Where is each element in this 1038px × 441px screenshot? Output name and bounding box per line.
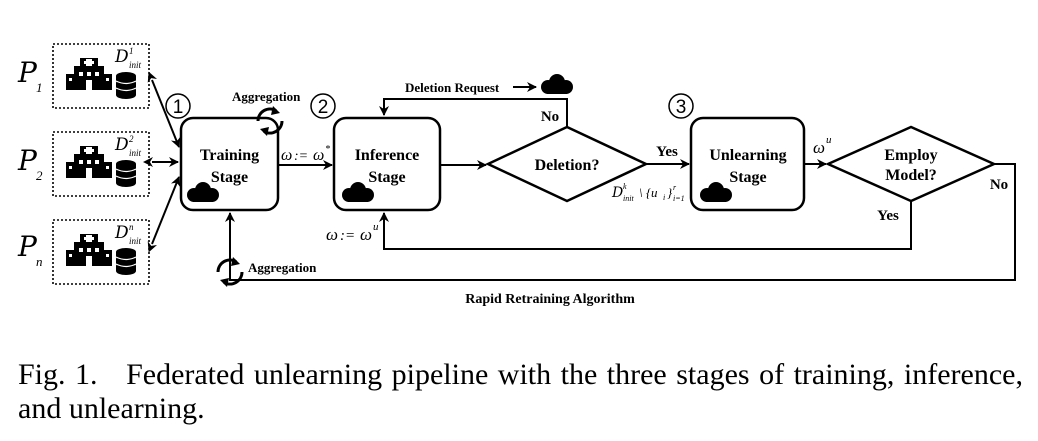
- participant-1-data-sub: init: [129, 60, 142, 70]
- cloud-icon: [541, 74, 573, 94]
- deleted-set-sup: k: [623, 182, 627, 191]
- deletion-decision: Deletion?: [485, 125, 649, 203]
- database-icon: [115, 247, 137, 276]
- participant-n-data-sub: init: [129, 236, 142, 246]
- eq2-rhs: ω: [360, 225, 372, 244]
- stage-number-2-circle: [310, 93, 336, 119]
- deleted-set-rest: \ {u: [639, 185, 658, 200]
- participant-2-data: D: [114, 135, 129, 155]
- eq2-sup: u: [373, 221, 379, 233]
- no-right-label: No: [990, 177, 1008, 193]
- yes-deletion-label: Yes: [656, 144, 678, 160]
- employ-diamond: [824, 125, 998, 203]
- deleted-set-close: }: [667, 185, 673, 200]
- participant-1-data: D: [114, 47, 129, 67]
- aggregation-bottom-label: Aggregation: [248, 260, 317, 275]
- eq1-rhs: ω: [313, 147, 324, 164]
- stage-number-2: 2: [318, 97, 329, 118]
- caption-prefix: Fig. 1.: [18, 358, 98, 391]
- deletion-request-label: Deletion Request: [405, 80, 500, 95]
- equation-train-to-inference: ω := ω *: [281, 144, 330, 164]
- deleted-set-set-sup: r: [673, 183, 677, 192]
- yes-employ-label: Yes: [877, 208, 899, 224]
- omega-u-sup: u: [826, 134, 832, 146]
- training-stage-line2: Stage: [211, 169, 248, 186]
- eq1-sup: *: [325, 144, 330, 155]
- training-stage-line1: Training: [200, 147, 259, 164]
- arrow-p1-training: [147, 71, 181, 148]
- unlearning-stage-line1: Unlearning: [709, 147, 786, 164]
- unlearning-stage-line2: Stage: [729, 169, 766, 186]
- stage-number-1-circle: [165, 93, 191, 119]
- caption-text: Federated unlearning pipeline with the t…: [18, 358, 1023, 425]
- participant-2-data-sub: init: [129, 148, 142, 158]
- database-icon: [115, 159, 137, 188]
- training-stage: Training Stage 1: [165, 93, 280, 212]
- stage-number-3-circle: [668, 93, 694, 119]
- deleted-set-sub: init: [623, 194, 634, 203]
- participant-n-data-sup: n: [129, 222, 134, 232]
- deleted-set-set-sub: i=1: [673, 194, 685, 203]
- arrow-deletion-no-loop: [379, 98, 568, 127]
- figure-caption: Fig. 1. Federated unlearning pipeline wi…: [18, 358, 1023, 426]
- deleted-set-base: D: [611, 185, 623, 201]
- hospital-icon: [66, 234, 112, 266]
- unlearning-stage: Unlearning Stage 3: [668, 93, 806, 212]
- equation-unlearned-assign: ω := ω u: [326, 221, 379, 244]
- inference-stage: Inference Stage 2: [310, 93, 442, 212]
- arrow-employ-no-retraining: [225, 163, 1016, 281]
- deletion-label: Deletion?: [535, 157, 600, 174]
- participant-1: P 1 D 1 init: [17, 43, 150, 109]
- rapid-retraining-label: Rapid Retraining Algorithm: [465, 292, 635, 307]
- participant-1-label: P: [17, 56, 38, 89]
- participant-n: P n D n init: [17, 219, 150, 285]
- aggregation-top-label: Aggregation: [232, 89, 301, 104]
- hospital-icon: [66, 146, 112, 178]
- participant-1-data-sup: 1: [129, 46, 134, 56]
- deleted-set-rest-sub: i: [663, 193, 665, 202]
- eq1-op: :=: [294, 149, 308, 164]
- arrow-employ-yes-inference: [379, 201, 912, 250]
- participant-1-sub: 1: [36, 80, 43, 95]
- employ-label-line1: Employ: [884, 147, 937, 164]
- inference-stage-line1: Inference: [355, 147, 420, 164]
- federated-unlearning-diagram: P 1 D 1 init P 2 D 2 init P n D n init T…: [17, 43, 1016, 307]
- eq2-op: :=: [340, 228, 355, 244]
- participant-n-data: D: [114, 223, 129, 243]
- participant-2-sub: 2: [36, 168, 43, 183]
- stage-number-1: 1: [173, 97, 184, 118]
- stage-number-3: 3: [676, 97, 687, 118]
- employ-decision: Employ Model?: [824, 125, 998, 203]
- deleted-set-equation: D k init \ {u i } r i=1: [611, 182, 685, 203]
- database-icon: [115, 71, 137, 100]
- omega-u-symbol: ω: [813, 138, 825, 157]
- arrow-pn-training: [147, 176, 181, 253]
- eq1-lhs: ω: [281, 147, 292, 164]
- participant-2: P 2 D 2 init: [17, 131, 150, 197]
- participant-2-label: P: [17, 144, 38, 177]
- hospital-icon: [66, 58, 112, 90]
- participant-n-sub: n: [36, 254, 43, 269]
- employ-label-line2: Model?: [885, 167, 937, 184]
- eq2-lhs: ω: [326, 225, 338, 244]
- participant-2-data-sup: 2: [129, 134, 134, 144]
- no-top-label: No: [541, 109, 559, 125]
- participant-n-label: P: [17, 230, 38, 263]
- inference-stage-line2: Stage: [368, 169, 405, 186]
